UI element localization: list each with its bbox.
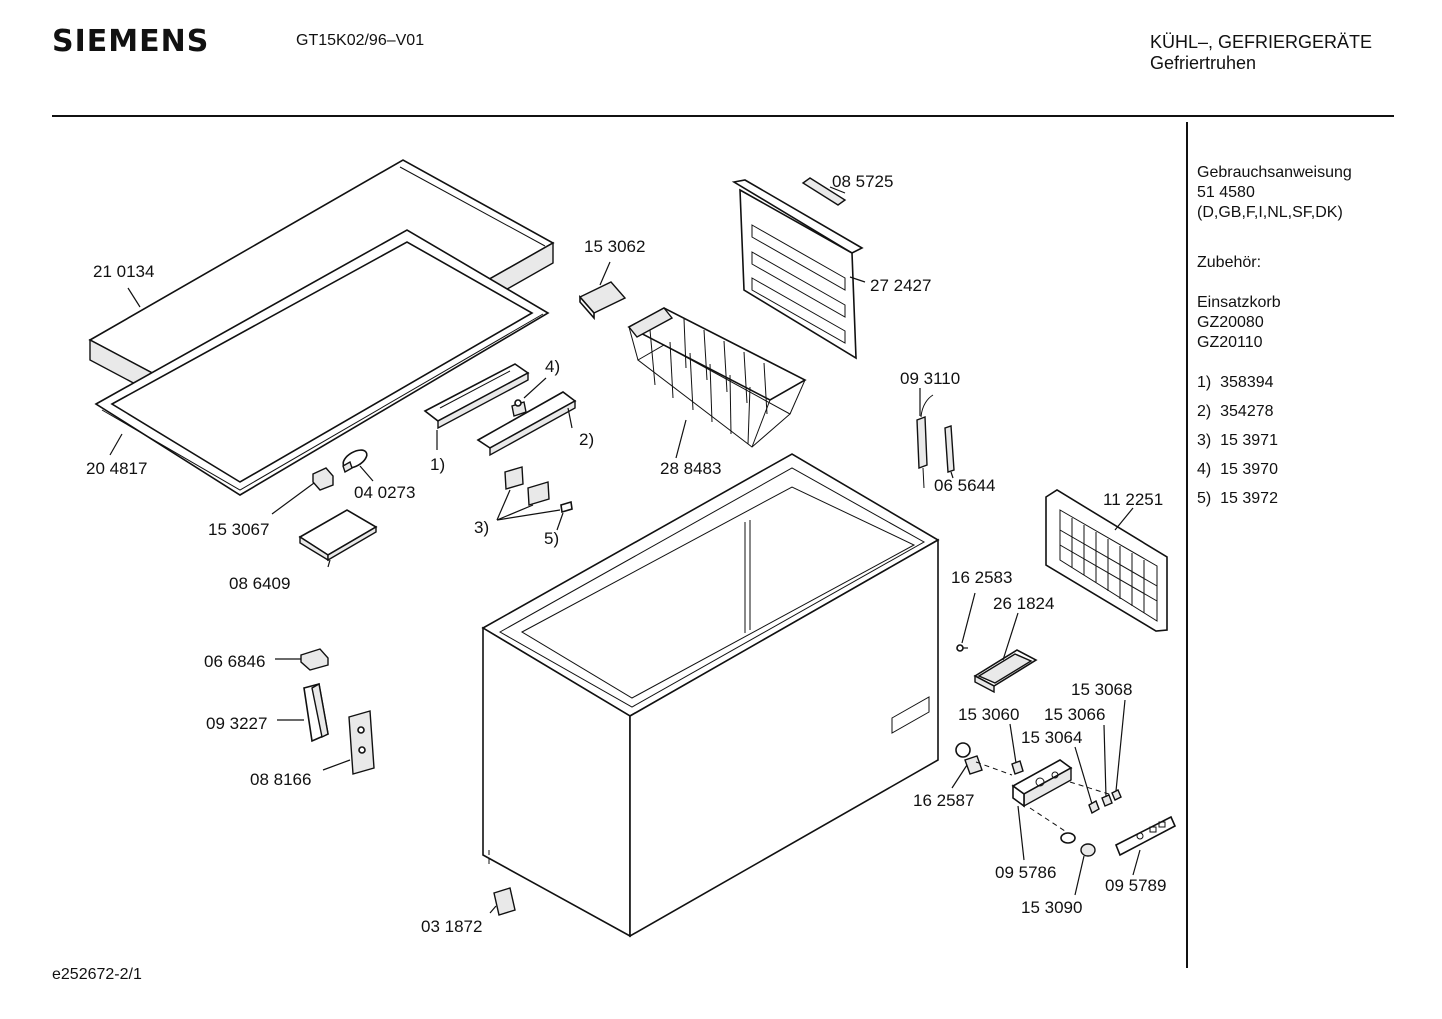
label-lamp-holder: 15 3067 [208,520,269,539]
label-handle-left: 1) [430,455,445,474]
lamp-drawing [342,449,368,474]
label-screw: 16 2583 [951,568,1012,587]
label-basket-handle: 15 3062 [584,237,645,256]
label-foot: 03 1872 [421,917,482,936]
label-handle-right: 2) [579,430,594,449]
label-hinge-cover: 06 6846 [204,652,265,671]
label-capillary: 06 5644 [934,476,995,495]
numbered-parts-list: 1) 358394 2) 354278 3) 15 3971 4) 15 397… [1197,373,1387,509]
category-line-2: Gefriertruhen [1150,53,1257,73]
condenser-top-drawing [801,177,847,206]
numbered-part-value: 15 3971 [1220,432,1278,449]
numbered-part-key: 3) [1197,432,1212,449]
label-lid: 21 0134 [93,262,154,281]
label-switch: 15 3060 [958,705,1019,724]
basket-info: Einsatzkorb GZ20080 GZ20110 [1197,293,1387,353]
handle-recess-drawing [973,649,1038,694]
grille-drawing [1045,489,1168,632]
basket-title: Einsatzkorb [1197,294,1281,311]
lid-gasket-drawing [94,229,550,496]
hinge-drawing [348,710,375,775]
label-rotary-knob: 15 3090 [1021,898,1082,917]
thermostat-drawing [916,394,934,489]
label-lid-gasket: 20 4817 [86,459,147,478]
manual-info: Gebrauchsanweisung 51 4580 (D,GB,F,I,NL,… [1197,163,1387,223]
basket-drawing [627,307,807,448]
label-clips-3: 3) [474,518,489,537]
manual-number: 51 4580 [1197,184,1255,201]
accessories-title: Zubehör: [1197,253,1387,273]
numbered-part-key: 2) [1197,403,1212,420]
accessories-label: Zubehör: [1197,254,1262,271]
label-handle-recess: 26 1824 [993,594,1054,613]
sidebar: Gebrauchsanweisung 51 4580 (D,GB,F,I,NL,… [1197,163,1387,518]
basket-model: GZ20080 [1197,314,1264,331]
label-clip-5: 5) [544,529,559,548]
foot-drawing [493,887,516,916]
lamp-socket-drawing [955,742,983,775]
numbered-part-key: 4) [1197,461,1212,478]
capillary-drawing [944,425,955,473]
rotary-knob-drawing [1060,832,1096,857]
tray-drawing [298,509,378,562]
numbered-part: 5) 15 3972 [1197,489,1387,509]
label-basket: 28 8483 [660,459,721,478]
numbered-part-key: 5) [1197,490,1212,507]
lamp-holder-drawing [312,467,334,491]
clip-4-drawing [511,399,527,417]
screw-drawing [956,644,968,652]
header-rule [52,115,1394,117]
numbered-part-value: 354278 [1220,403,1274,420]
hinge-plate-drawing [303,682,329,743]
label-lamp: 04 0273 [354,483,415,502]
brand-logo: SIEMENS [52,24,210,59]
label-thermostat: 09 3110 [900,369,960,388]
condenser-drawing [731,179,864,360]
handle-right-drawing [476,391,577,457]
category-line-1: KÜHL–, GEFRIERGERÄTE [1150,32,1373,52]
numbered-part-value: 358394 [1220,374,1274,391]
label-hinge-plate: 09 3227 [206,714,267,733]
basket-model: GZ20110 [1197,334,1263,351]
manual-title: Gebrauchsanweisung [1197,164,1352,181]
label-knob-b: 15 3068 [1071,680,1132,699]
category-heading: KÜHL–, GEFRIERGERÄTE Gefriertruhen [1150,32,1372,74]
numbered-part: 3) 15 3971 [1197,431,1387,451]
label-tray: 08 6409 [229,574,290,593]
freezer-cabinet-drawing [481,453,940,938]
leader-lines [109,186,1141,914]
label-indicator-cover: 09 5789 [1105,876,1166,895]
model-number: GT15K02/96–V01 [296,32,425,49]
label-grille: 11 2251 [1103,490,1163,509]
control-knobs-drawing [1088,789,1122,815]
label-hinge: 08 8166 [250,770,311,789]
control-panel-drawing [1011,759,1073,808]
numbered-part: 2) 354278 [1197,402,1387,422]
switch-drawing [1011,760,1024,775]
label-clip-4: 4) [545,357,560,376]
indicator-cover-drawing [1114,815,1177,857]
label-lamp-socket: 16 2587 [913,791,974,810]
basket-handle-drawing [578,281,627,321]
label-knob-a: 15 3066 [1044,705,1105,724]
clips-3-drawing [504,466,573,514]
document-reference: e252672-2/1 [52,966,142,983]
hinge-cover-drawing [300,648,329,671]
handle-left-drawing [423,363,530,430]
label-condenser-top: 08 5725 [832,172,893,191]
numbered-part-value: 15 3970 [1220,461,1278,478]
numbered-part: 4) 15 3970 [1197,460,1387,480]
label-condenser: 27 2427 [870,276,931,295]
numbered-part-key: 1) [1197,374,1212,391]
label-light: 15 3064 [1021,728,1082,747]
sidebar-divider [1186,122,1188,968]
label-control-panel: 09 5786 [995,863,1056,882]
numbered-part: 1) 358394 [1197,373,1387,393]
numbered-part-value: 15 3972 [1220,490,1278,507]
manual-languages: (D,GB,F,I,NL,SF,DK) [1197,204,1343,221]
